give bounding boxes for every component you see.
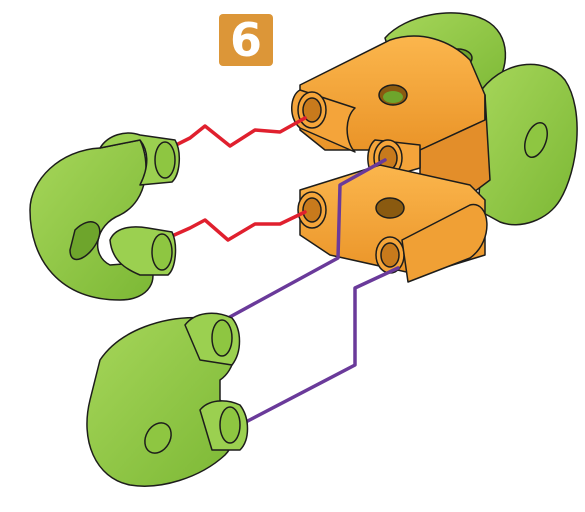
red-connector-bottom: [170, 210, 307, 242]
green-hook-part: [29, 132, 180, 301]
orange-lower-hole: [375, 197, 405, 219]
green-hook-slot: [69, 221, 101, 261]
purple-connector-bottom: [238, 266, 400, 427]
red-connector-top: [172, 116, 307, 148]
orange-double-connector: [291, 35, 491, 283]
purple-connector-top: [226, 158, 387, 320]
green-tab-pin-bottom: [219, 406, 241, 444]
green-hook-pin-bottom: [151, 233, 173, 271]
green-loop-side-hole: [524, 121, 548, 159]
green-tab-hole: [144, 422, 172, 454]
green-tab-pin-top: [211, 319, 233, 357]
step-number-badge: 6: [219, 14, 273, 66]
green-hook-pin-top: [154, 141, 176, 179]
green-tab-part: [86, 312, 249, 487]
